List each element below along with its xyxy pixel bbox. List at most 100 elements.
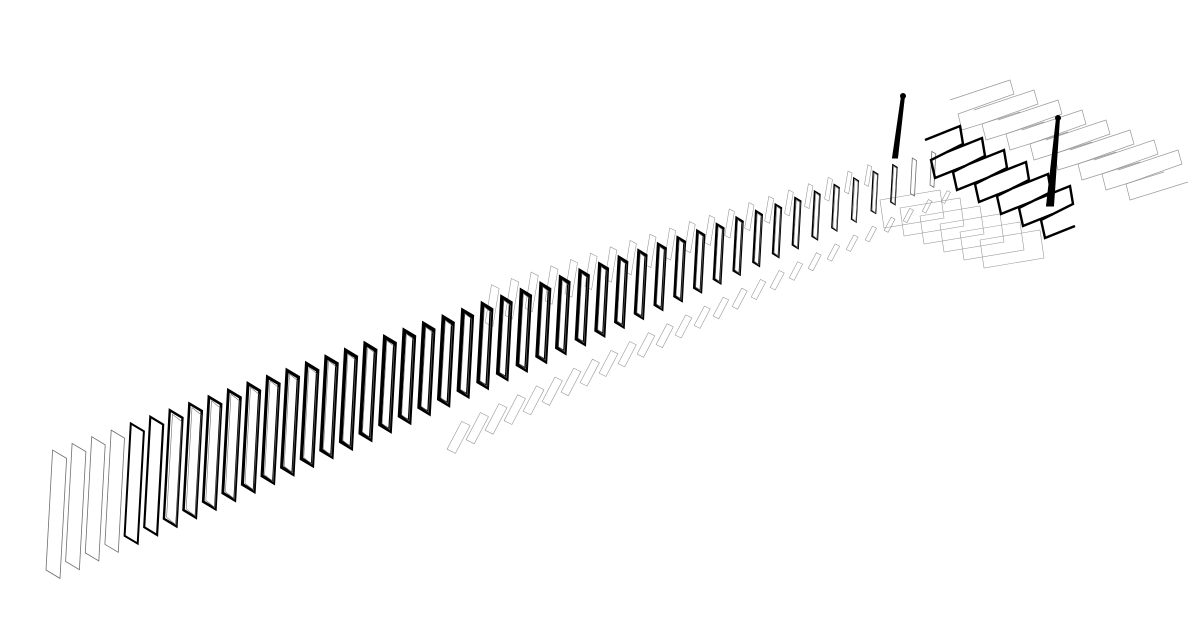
frame [240,381,262,495]
ghost-frame [541,376,563,406]
ghost-frame [617,341,637,368]
ghost-frame-upper [804,183,814,209]
ghost-frame-layer [446,79,1189,454]
frame [831,183,840,232]
ghost-zigzag [949,79,1021,131]
frame [319,354,339,460]
frame-inner-outline [479,306,492,387]
frame [378,334,397,434]
frame-inner-outline [205,400,221,509]
ghost-frame [465,412,489,445]
ghost-frame [864,225,877,243]
frame [791,196,802,250]
frame [260,374,281,486]
frame [909,157,917,197]
frame [495,294,513,382]
frame [280,367,301,477]
ghost-frame [902,208,914,224]
frame [614,254,629,330]
frame-inner-outline [636,252,647,318]
frame-inner-outline [166,413,183,526]
frame [554,274,571,356]
frame-inner-outline [342,353,357,448]
frame-inner-outline [754,212,763,266]
frame-inner-outline [597,266,608,335]
ghost-zigzag [997,99,1069,151]
ghost-frame-upper [624,240,637,276]
frame [476,300,494,391]
frame-inner-outline [362,346,376,439]
frame-inner-outline [460,312,473,396]
ghost-frame-upper [724,208,735,239]
frame-inner-outline [538,286,550,361]
ghost-zigzag [1117,149,1189,201]
ghost-frame [788,261,804,281]
frame-layer [45,124,1076,580]
ghost-frame [940,190,951,204]
zigzag-frame [1034,184,1076,240]
ghost-frame-upper [704,214,716,246]
ghost-frame [522,385,545,416]
frame-inner-outline [734,219,743,275]
ghost-frame [731,287,748,310]
pole-layer [891,93,1061,207]
ghost-box [899,197,965,237]
frame [752,209,764,268]
frame [358,340,378,443]
frame [84,436,106,562]
frame-inner-outline [558,279,569,353]
ghost-frame [712,296,730,320]
pole [1045,117,1061,207]
ghost-frame [579,358,600,387]
frame [890,163,898,206]
frame [338,347,359,452]
frame-inner-outline [499,299,511,379]
ghost-frame [693,305,711,329]
ghost-frame [598,350,619,377]
frame [201,394,223,512]
frame [162,408,184,529]
ghost-box [939,213,1005,253]
frame-inner-outline [871,172,878,214]
frame-inner-outline [577,272,589,344]
ghost-frame [883,216,896,233]
frame [870,170,879,215]
frame-inner-outline [675,239,685,301]
ghost-frame [921,199,933,214]
frame-inner-outline [793,198,801,249]
frame-inner-outline [714,225,724,283]
frame [712,222,725,286]
frame-inner-outline [832,185,840,231]
ghost-box [979,229,1045,269]
ghost-zigzag [1069,129,1141,181]
frame [104,429,125,553]
ghost-frame-upper [784,189,794,217]
ghost-frame [750,279,767,300]
frame [515,287,533,373]
frame-inner-outline [225,393,241,500]
frame [417,320,436,417]
frame-inner-outline [303,366,318,465]
frame [811,189,821,241]
frame [182,401,204,520]
ghost-frame [655,323,674,349]
frame [594,261,610,338]
ghost-zigzag [1045,119,1117,171]
ghost-frame-upper [664,227,676,261]
ghost-frame-upper [824,176,833,202]
ghost-box [919,205,985,245]
frame [436,314,455,408]
frame-inner-outline [812,192,821,240]
frame [732,215,744,277]
ghost-box [879,189,945,229]
ghost-frame-upper [744,202,755,232]
frame-inner-outline [185,406,202,517]
frame [633,248,648,321]
ghost-frame-upper [844,170,853,195]
frame-inner-outline [852,178,859,223]
frame-inner-outline [401,333,415,422]
frame [850,176,860,224]
frame-inner-outline [891,165,898,205]
frame-inner-outline [695,232,705,292]
